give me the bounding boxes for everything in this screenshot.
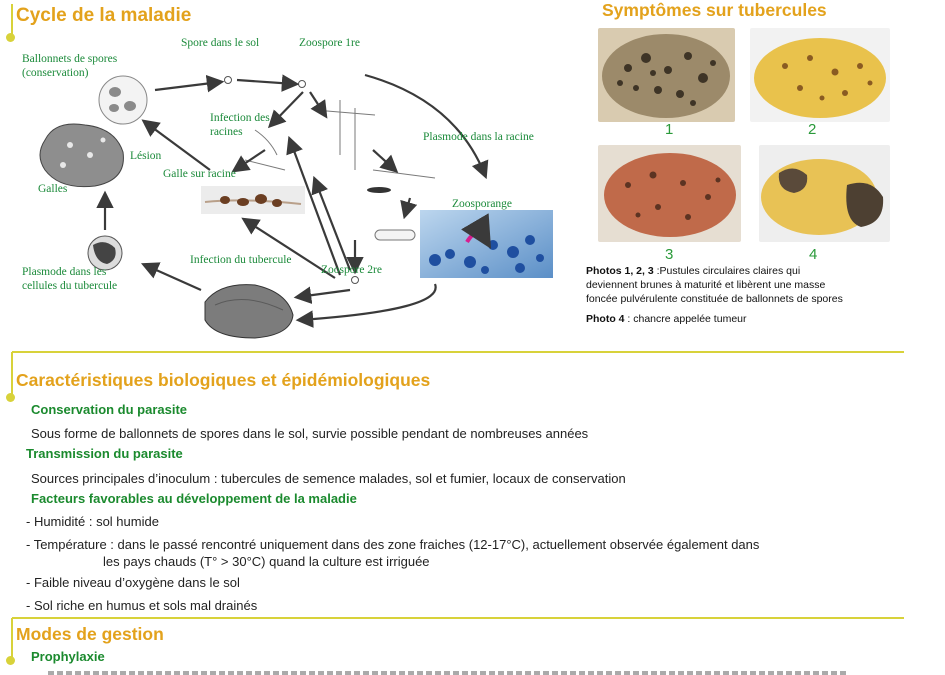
root-infection-illustration — [244, 100, 436, 241]
caption-2-text: : chancre appelée tumeur — [624, 313, 747, 325]
label-ballonnets: Ballonnets de spores — [22, 53, 118, 65]
caption-1-line1: :Pustules circulaires claires qui — [653, 265, 801, 277]
photo-number-1: 1 — [665, 121, 674, 138]
potato-scab-photo — [598, 28, 735, 122]
conservation-text: Sous forme de ballonnets de spores dans … — [31, 426, 589, 441]
transmission-text: Sources principales d’inoculum : tubercu… — [31, 471, 626, 486]
cycle-title-rule — [11, 4, 13, 36]
potato-yellow-photo — [750, 28, 890, 122]
caption-1-line3: foncée pulvérulente constituée de ballon… — [586, 293, 843, 305]
photo-number-4: 4 — [809, 246, 818, 263]
label-zoospore-2re: Zoospore 2re — [321, 264, 382, 276]
infected-tuber-illustration — [204, 284, 294, 339]
prophylaxie-title: Prophylaxie — [31, 649, 105, 664]
cycle-title-marker — [6, 33, 15, 42]
label-galles: Galles — [38, 183, 68, 195]
label-galle-racine: Galle sur racine — [163, 168, 236, 180]
label-infection-tubercule: Infection du tubercule — [190, 254, 292, 266]
management-rule — [11, 618, 13, 660]
management-divider — [12, 617, 904, 619]
cycle-diagram — [39, 73, 553, 339]
symptoms-caption-1: Photos 1, 2, 3 :Pustules circulaires cla… — [586, 264, 906, 306]
factor-oxygen: - Faible niveau d’oxygène dans le sol — [26, 575, 240, 590]
label-zoospore-1re: Zoospore 1re — [299, 37, 360, 49]
factor-soil: - Sol riche en humus et sols mal drainés — [26, 598, 258, 613]
photo-number-2: 2 — [808, 121, 817, 138]
label-infection-racines-1: Infection des — [210, 112, 270, 124]
symptoms-caption-2: Photo 4 : chancre appelée tumeur — [586, 312, 906, 326]
potato-tumour-photo — [759, 145, 890, 242]
label-lesion: Lésion — [130, 150, 162, 162]
label-zoosporange: Zoosporange — [452, 198, 513, 210]
transmission-title: Transmission du parasite — [26, 446, 183, 461]
label-plasmode-racine: Plasmode dans la racine — [423, 131, 534, 143]
cycle-title: Cycle de la maladie — [16, 5, 192, 26]
lesion-tuber-illustration — [39, 123, 124, 188]
factor-temperature-cont: les pays chauds (T° > 30°C) quand la cul… — [103, 554, 430, 569]
caption-2-bold: Photo 4 — [586, 313, 625, 325]
biology-rule — [11, 352, 13, 396]
label-plasmode-cellules-2: cellules du tubercule — [22, 280, 118, 292]
label-ballonnets-sub: (conservation) — [22, 67, 89, 79]
photo-number-3: 3 — [665, 246, 674, 263]
zoosporangium-photo — [420, 210, 553, 278]
conservation-title: Conservation du parasite — [31, 402, 188, 417]
symptoms-title: Symptômes sur tubercules — [602, 0, 827, 20]
factor-humidity: - Humidité : sol humide — [26, 514, 159, 529]
biology-title-marker — [6, 393, 15, 402]
biology-divider — [12, 351, 904, 353]
factors-title: Facteurs favorables au développement de … — [31, 491, 357, 506]
spore-balls-illustration — [98, 75, 148, 125]
label-plasmode-cellules-1: Plasmode dans les — [22, 266, 107, 278]
potato-red-photo — [598, 145, 741, 242]
management-title: Modes de gestion — [16, 624, 164, 644]
biology-title: Caractéristiques biologiques et épidémio… — [16, 370, 431, 390]
cut-off-text-line — [48, 671, 848, 675]
plasmode-cells-illustration — [87, 235, 123, 271]
management-title-marker — [6, 656, 15, 665]
factor-temperature: - Température : dans le passé rencontré … — [26, 537, 760, 552]
label-spore-sol: Spore dans le sol — [181, 37, 260, 49]
label-infection-racines-2: racines — [210, 126, 243, 138]
root-gall-photo — [201, 186, 305, 214]
caption-1-line2: deviennent brunes à maturité et libèrent… — [586, 279, 826, 291]
caption-1-bold: Photos 1, 2, 3 — [586, 265, 654, 277]
